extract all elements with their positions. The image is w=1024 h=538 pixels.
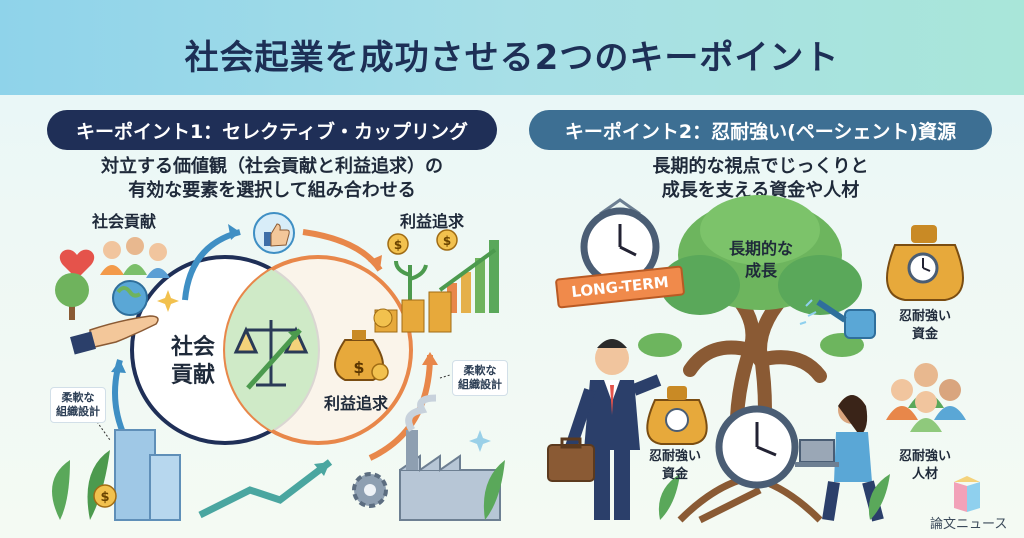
patient-funds-right-line2: 資金 xyxy=(890,326,960,344)
patient-funds-label-right: 忍耐強い 資金 xyxy=(890,308,960,344)
patient-funds-right-line1: 忍耐強い xyxy=(890,308,960,326)
patient-funds-left-line2: 資金 xyxy=(640,466,710,484)
people-group-icon xyxy=(886,363,966,432)
long-term-growth-label: 長期的な 成長 xyxy=(723,238,799,282)
patient-talent-label: 忍耐強い 人材 xyxy=(890,448,960,484)
money-bag-icon-left xyxy=(647,386,706,444)
patient-funds-label-left: 忍耐強い 資金 xyxy=(640,448,710,484)
laptop-icon xyxy=(795,440,839,467)
long-term-growth-line2: 成長 xyxy=(723,260,799,282)
money-bag-icon-right xyxy=(887,225,963,300)
patient-funds-left-line1: 忍耐強い xyxy=(640,448,710,466)
long-term-growth-line1: 長期的な xyxy=(723,238,799,260)
patient-talent-line1: 忍耐強い xyxy=(890,448,960,466)
briefcase-icon xyxy=(548,439,594,481)
patient-talent-line2: 人材 xyxy=(890,466,960,484)
brand-name: 論文ニュース xyxy=(930,513,1007,532)
businessman-figure xyxy=(570,339,659,520)
clock-icon-trunk xyxy=(719,409,795,485)
